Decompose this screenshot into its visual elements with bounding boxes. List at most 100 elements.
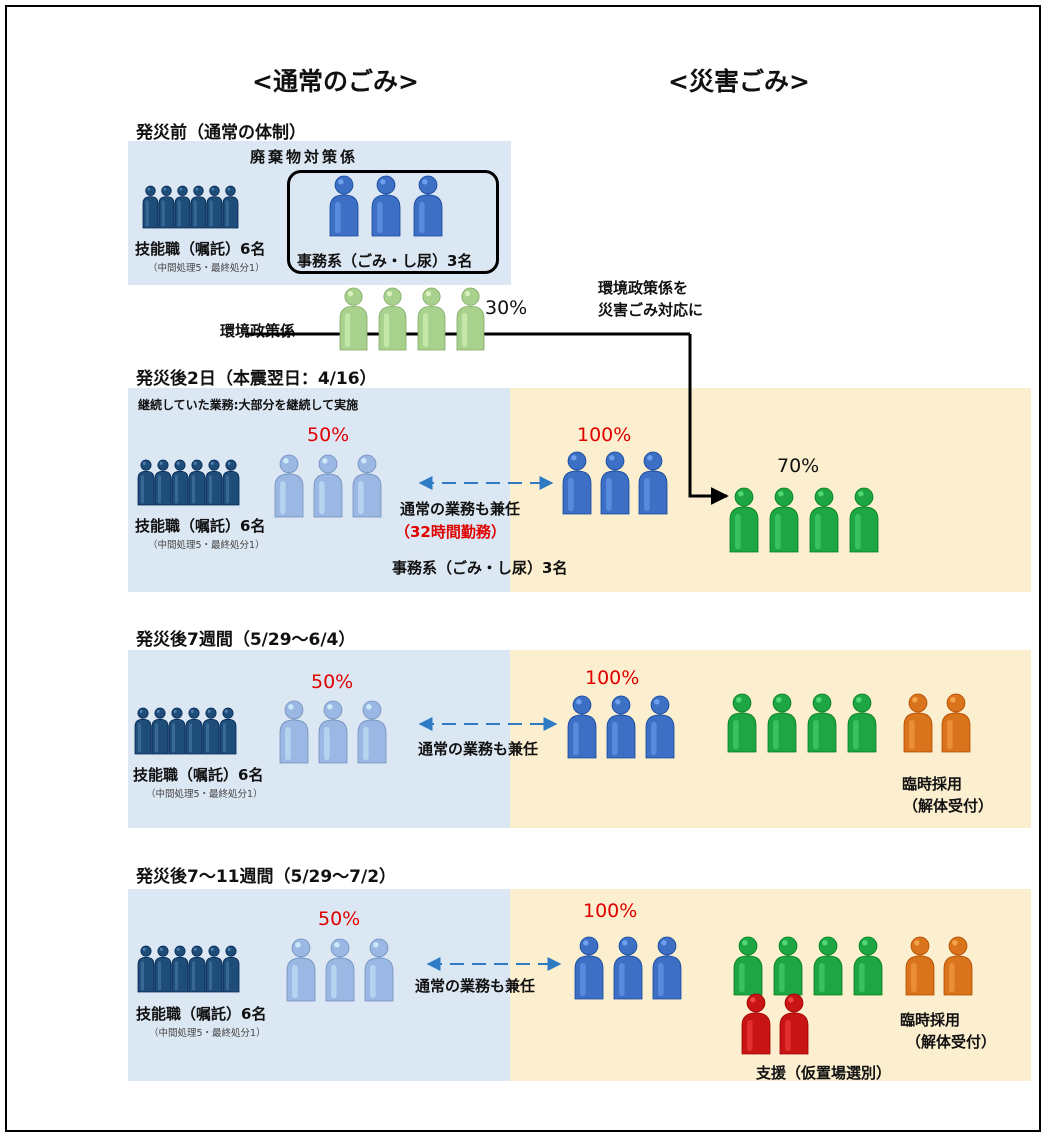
stage3-title: 発災後7～11週間（5/29～7/2） [136,867,397,887]
tech-staff-figure [206,185,223,229]
stage3-tech-label: 技能職（嘱託）6名 [136,1005,267,1023]
stage1-hours: （32時間勤務） [395,523,506,541]
office-staff-light-figure [279,700,309,764]
tech-staff-figure [151,707,169,755]
stage1-office-label: 事務系（ごみ・し尿）3名 [392,559,568,577]
env-staff-figure [847,693,877,753]
env-staff-figure [769,487,799,553]
env-staff-figure [456,287,485,351]
env-staff-figure [378,287,407,351]
stage2-tech-sub: （中間処理5・最終処分1） [146,789,263,800]
office-staff-figure [645,695,675,759]
tech-staff-figure [137,945,155,993]
env-staff-figure [849,487,879,553]
tech-staff-figure [219,707,237,755]
stage2-title: 発災後7週間（5/29～6/4） [136,630,356,650]
stage2-temp-line2: （解体受付） [903,797,994,815]
stage1-note: 継続していた業務:大部分を継続して実施 [138,398,359,412]
support-staff-figure [741,993,771,1055]
stage3-tech-sub: （中間処理5・最終処分1） [149,1028,266,1039]
env-staff-figure [417,287,446,351]
normal-waste-header: <通常のごみ> [252,67,419,96]
stage2-concurrent: 通常の業務も兼任 [418,740,539,758]
disaster-waste-header: <災害ごみ> [668,67,810,96]
stage0-title: 発災前（通常の体制） [136,123,306,143]
office-staff-figure [371,175,401,237]
env-staff-figure [733,936,763,996]
office-staff-figure [562,451,592,515]
tech-staff-figure [188,459,206,506]
temp-staff-figure [941,693,971,753]
tech-staff-figure [222,459,240,506]
office-staff-figure [638,451,668,515]
office-staff-light-figure [318,700,348,764]
office-staff-light-figure [357,700,387,764]
env-staff-figure [767,693,797,753]
stage1-left-percent: 50% [307,424,350,446]
office-staff-light-figure [313,454,343,518]
env-staff-figure [853,936,883,996]
stage2-tech-label: 技能職（嘱託）6名 [133,766,264,784]
stage1-tech-label: 技能職（嘱託）6名 [135,517,266,535]
stage3-temp-line2: （解体受付） [906,1033,997,1051]
tech-staff-figure [142,185,159,229]
tech-staff-figure [202,707,220,755]
tech-staff-figure [158,185,175,229]
reassign-arrow [688,334,729,505]
tech-staff-figure [168,707,186,755]
support-label: 支援（仮置場選別） [756,1064,892,1082]
env-staff-figure [807,693,837,753]
diagram-frame [5,5,1041,1132]
waste-section-box [287,170,499,274]
tech-staff-figure [154,945,172,993]
stage3-office-percent: 100% [583,900,638,922]
tech-staff-figure [190,185,207,229]
tech-staff-figure [185,707,203,755]
tech-staff-figure [222,185,239,229]
stage1-title: 発災後2日（本震翌日：4/16） [136,369,377,389]
office-staff-figure [652,936,682,1000]
env-staff-figure [727,693,757,753]
stage1-env-percent: 70% [777,455,820,477]
stage1-tech-sub: （中間処理5・最終処分1） [148,540,265,551]
tech-staff-figure [171,945,189,993]
office-staff-figure [567,695,597,759]
stage1-office-percent: 100% [577,424,632,446]
env-percent-stage0: 30% [485,297,528,319]
office-staff-light-figure [286,938,316,1002]
office-staff-figure [329,175,359,237]
tech-staff-figure [154,459,172,506]
stage2-office-percent: 100% [585,667,640,689]
office-staff-light-figure [364,938,394,1002]
stage0-tech-sub: （中間処理5・最終処分1） [148,263,265,274]
env-staff-figure [729,487,759,553]
tech-staff-figure [205,945,223,993]
stage2-temp-line1: 臨時採用 [902,775,963,793]
tech-staff-figure [222,945,240,993]
office-staff-light-figure [325,938,355,1002]
tech-staff-figure [188,945,206,993]
stage3-concurrent: 通常の業務も兼任 [415,977,536,995]
temp-staff-figure [905,936,935,996]
office-staff-figure [606,695,636,759]
reassign-note-line2: 災害ごみ対応に [598,301,704,319]
tech-staff-figure [134,707,152,755]
env-staff-figure [813,936,843,996]
waste-section-title: 廃棄物対策係 [250,148,359,166]
stage3-left-percent: 50% [318,908,361,930]
office-staff-light-figure [274,454,304,518]
env-staff-figure [773,936,803,996]
tech-staff-figure [171,459,189,506]
reassign-note-line1: 環境政策係を [598,279,689,297]
tech-staff-figure [174,185,191,229]
temp-staff-figure [943,936,973,996]
office-staff-light-figure [352,454,382,518]
office-staff-figure [413,175,443,237]
stage0-tech-label: 技能職（嘱託）6名 [135,240,266,258]
stage1-disaster-panel [510,388,1031,592]
tech-staff-figure [137,459,155,506]
stage1-concurrent: 通常の業務も兼任 [400,500,521,518]
stage2-left-percent: 50% [311,671,354,693]
env-staff-figure [809,487,839,553]
